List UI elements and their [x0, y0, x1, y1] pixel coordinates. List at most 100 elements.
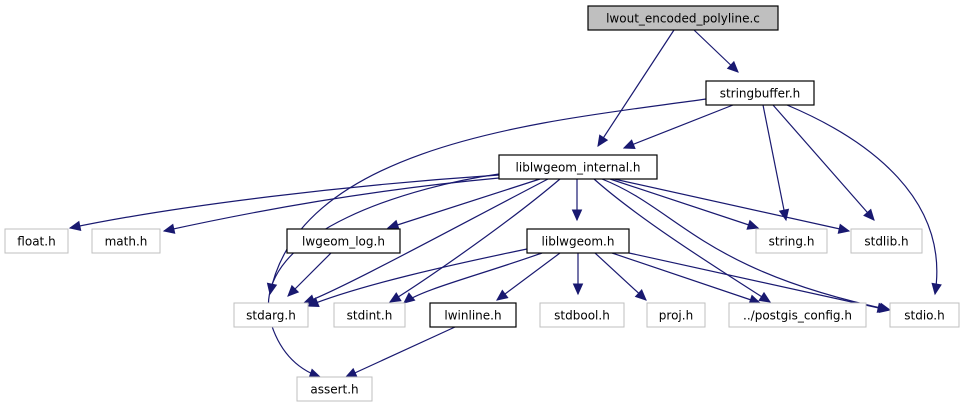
arrowhead-icon — [287, 284, 300, 297]
node-label: lwgeom_log.h — [302, 235, 385, 249]
node-label: stringbuffer.h — [720, 87, 801, 101]
arrowhead-icon — [634, 289, 647, 301]
edge-line — [496, 252, 561, 301]
node-stdbool: stdbool.h — [539, 302, 625, 328]
edge-line — [307, 248, 528, 307]
edge-internal-to-liblwgeom — [571, 179, 583, 222]
edge-line — [163, 177, 500, 232]
edge-line — [611, 252, 761, 304]
node-box — [91, 228, 161, 254]
edge-liblwgeom-to-lwinline — [496, 252, 561, 301]
edge-line — [69, 174, 500, 229]
edge-liblwgeom-to-stdint — [403, 252, 543, 304]
edge-internal-to-stdlib — [613, 178, 851, 234]
node-liblwgeom[interactable]: liblwgeom.h — [526, 228, 630, 254]
node-box — [233, 302, 309, 328]
arrowhead-icon — [403, 292, 416, 304]
node-stdarg: stdarg.h — [233, 302, 309, 328]
edge-line — [601, 178, 891, 311]
edge-line — [628, 252, 889, 311]
edge-stringbuffer-to-internal — [622, 104, 734, 150]
node-box — [587, 5, 779, 31]
node-box — [646, 302, 706, 328]
arrowhead-icon — [571, 209, 583, 222]
arrowhead-icon — [68, 220, 82, 232]
node-label: liblwgeom_internal.h — [516, 161, 641, 175]
edge-line — [269, 98, 707, 295]
node-box — [429, 302, 517, 328]
node-root[interactable]: lwout_encoded_polyline.c — [587, 5, 779, 31]
node-box — [705, 80, 815, 106]
node-label: assert.h — [310, 383, 358, 397]
arrowhead-icon — [863, 208, 875, 221]
node-label: float.h — [17, 235, 55, 249]
nodes-layer: lwout_encoded_polyline.c stringbuffer.h li… — [4, 5, 960, 402]
node-label: ../postgis_config.h — [743, 309, 852, 323]
node-label: stdint.h — [347, 309, 393, 323]
arrowhead-icon — [572, 283, 584, 296]
node-box — [296, 376, 373, 402]
arrowhead-icon — [876, 302, 890, 313]
node-box — [755, 228, 828, 254]
node-stdio: stdio.h — [889, 302, 960, 328]
edge-internal-to-stdint — [388, 178, 561, 303]
node-internal[interactable]: liblwgeom_internal.h — [498, 154, 658, 180]
edge-liblwgeom-to-proj — [594, 252, 647, 301]
edge-line — [594, 252, 647, 301]
arrowhead-icon — [931, 282, 942, 296]
node-box — [498, 154, 658, 180]
arrowhead-icon — [496, 289, 509, 301]
node-proj: proj.h — [646, 302, 706, 328]
node-math: math.h — [91, 228, 161, 254]
edge-line — [303, 178, 549, 304]
edge-root-to-stringbuffer — [693, 29, 739, 73]
node-label: stdio.h — [904, 309, 944, 323]
node-label: stdarg.h — [246, 309, 296, 323]
node-string: string.h — [755, 228, 828, 254]
node-box — [889, 302, 960, 328]
node-box — [850, 228, 923, 254]
edge-stringbuffer-to-string — [762, 104, 790, 222]
edge-internal-to-float — [68, 174, 500, 232]
arrowhead-icon — [758, 291, 772, 303]
arrowhead-icon — [344, 367, 358, 378]
edge-line — [609, 178, 759, 229]
node-assert: assert.h — [296, 376, 373, 402]
node-label: lwinline.h — [444, 309, 501, 323]
node-label: math.h — [105, 235, 148, 249]
node-label: stdlib.h — [864, 235, 908, 249]
edge-root-to-internal — [597, 29, 675, 148]
node-box — [526, 228, 630, 254]
arrowhead-icon — [306, 297, 320, 307]
arrowhead-icon — [622, 139, 636, 150]
arrowhead-icon — [778, 208, 790, 222]
node-stdlib: stdlib.h — [850, 228, 923, 254]
edge-line — [623, 104, 734, 149]
node-label: string.h — [769, 235, 815, 249]
edge-line — [267, 173, 500, 378]
node-log[interactable]: lwgeom_log.h — [286, 228, 401, 254]
edge-line — [762, 104, 787, 221]
edge-line — [389, 178, 561, 303]
edge-lwinline-to-assert — [344, 326, 456, 378]
node-label: lwout_encoded_polyline.c — [606, 12, 760, 26]
arrowhead-icon — [597, 134, 609, 148]
node-stringbuffer[interactable]: stringbuffer.h — [705, 80, 815, 106]
node-label: liblwgeom.h — [542, 235, 615, 249]
arrowhead-icon — [388, 292, 402, 303]
arrowhead-icon — [726, 60, 739, 73]
edge-line — [772, 104, 875, 221]
edge-liblwgeom-to-stdbool — [572, 253, 584, 296]
arrowhead-icon — [162, 223, 176, 234]
edge-line — [387, 178, 541, 229]
edge-liblwgeom-to-stdio — [628, 252, 890, 313]
node-box — [728, 302, 867, 328]
edge-line — [593, 178, 771, 303]
node-lwinline[interactable]: lwinline.h — [429, 302, 517, 328]
arrowhead-icon — [386, 219, 400, 230]
arrowhead-icon — [746, 219, 760, 230]
node-box — [333, 302, 406, 328]
node-float: float.h — [4, 228, 69, 254]
edge-internal-to-stdio — [601, 178, 892, 313]
